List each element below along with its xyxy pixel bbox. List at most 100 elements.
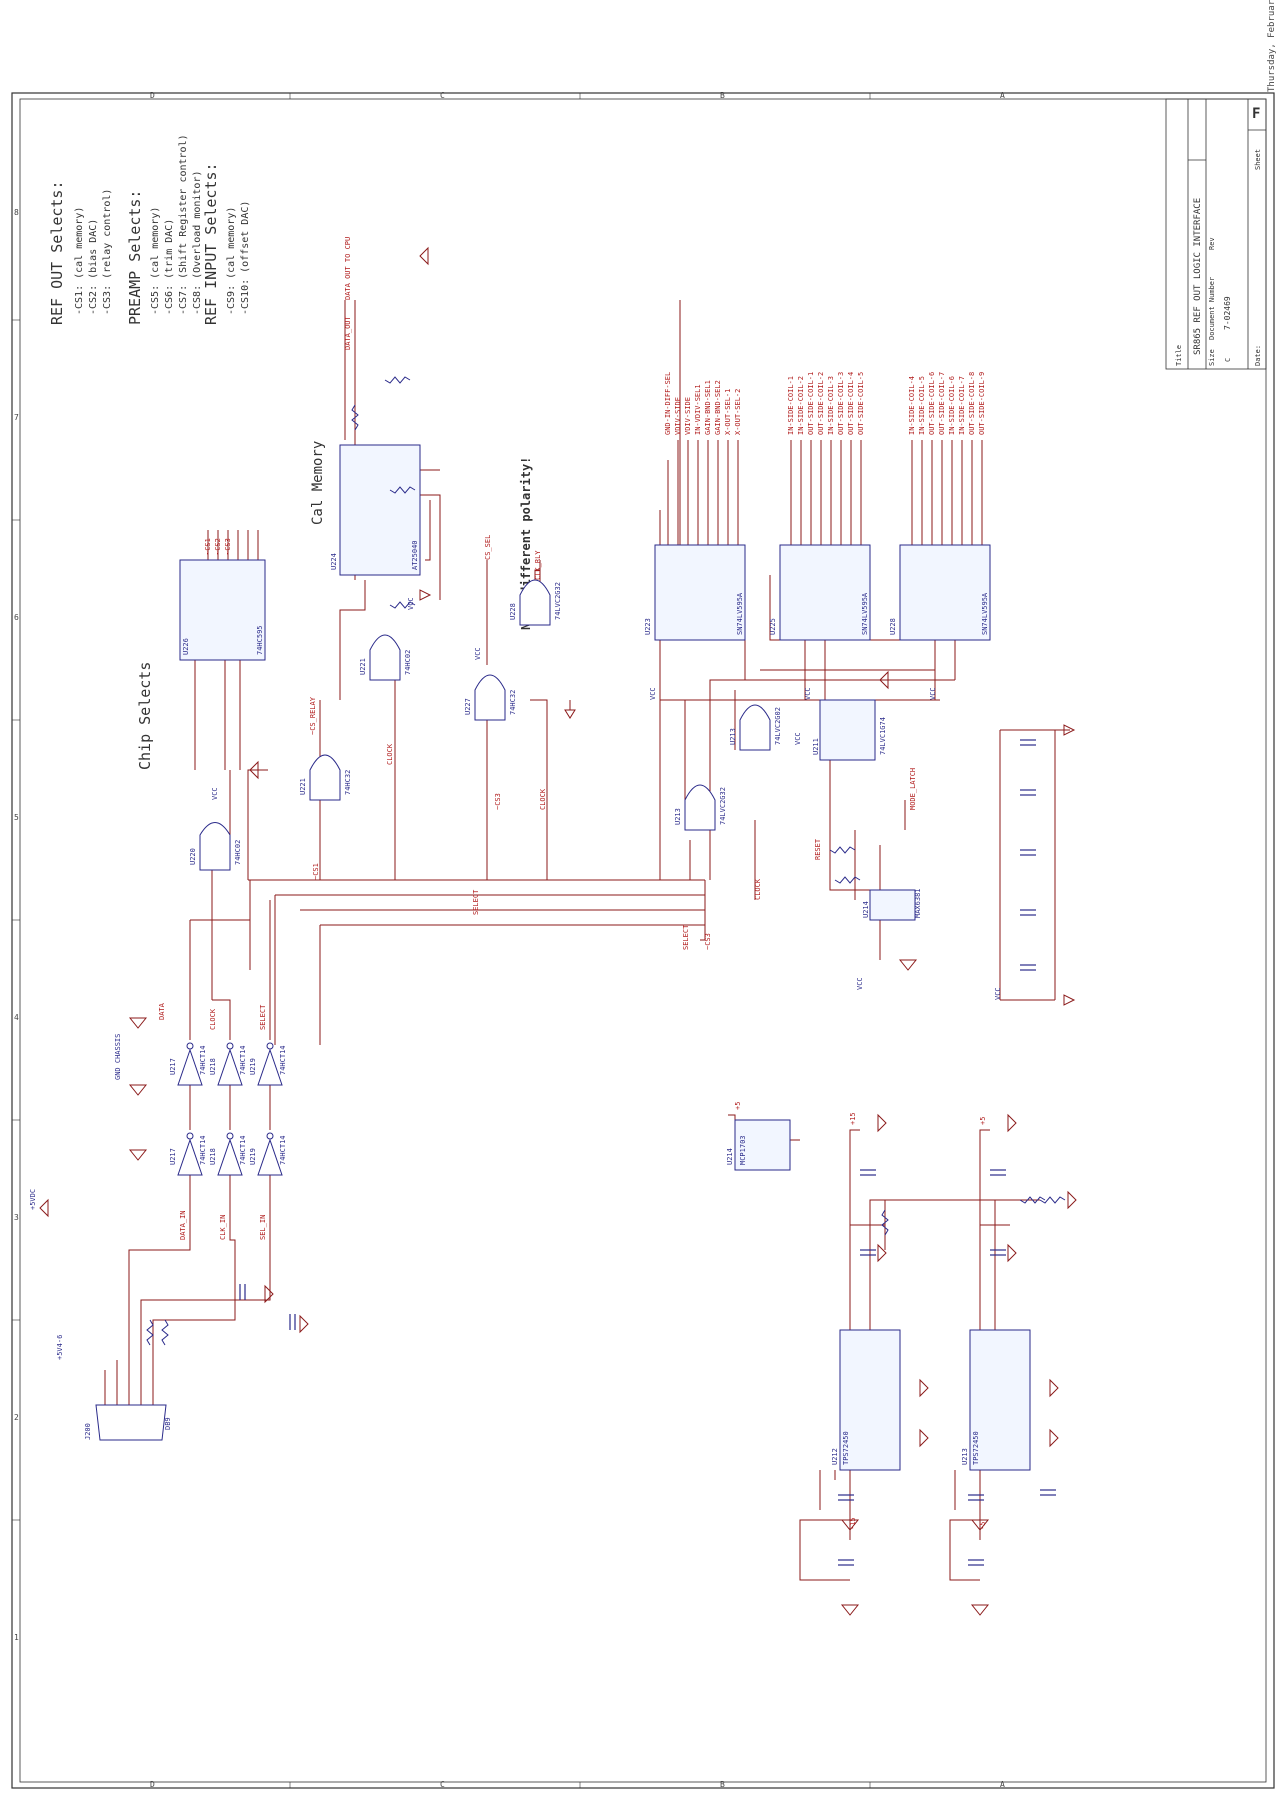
svg-text:CLOCK: CLOCK — [539, 788, 547, 810]
svg-text:74HCT14: 74HCT14 — [239, 1045, 247, 1075]
svg-text:VCC: VCC — [804, 687, 812, 700]
svg-text:SN74LV595A: SN74LV595A — [736, 592, 744, 635]
svg-text:U225: U225 — [769, 618, 777, 635]
svg-text:VCC: VCC — [649, 687, 657, 700]
svg-text:VCC: VCC — [994, 987, 1002, 1000]
svg-text:VCC: VCC — [856, 977, 864, 990]
ground-symbols — [39, 246, 1077, 1616]
svg-text:X-OUT-SEL-2: X-OUT-SEL-2 — [734, 389, 742, 435]
title-block — [1165, 98, 1267, 370]
svg-text:SEL_IN: SEL_IN — [259, 1215, 267, 1240]
components — [95, 444, 1031, 1471]
svg-text:D: D — [150, 1780, 155, 1789]
cal-memory-label: Cal Memory — [310, 441, 326, 525]
svg-text:A: A — [1000, 91, 1005, 100]
notes: REF OUT Selects: -CS1: (cal memory) -CS2… — [48, 134, 533, 770]
ref-out-cs1: -CS1: (cal memory) — [74, 207, 85, 315]
svg-text:GND-IN-DIFF-SEL: GND-IN-DIFF-SEL — [664, 372, 672, 435]
svg-text:U211: U211 — [812, 738, 820, 755]
svg-text:U218: U218 — [209, 1148, 217, 1165]
svg-text:DATA: DATA — [158, 1002, 166, 1020]
svg-text:AT25040: AT25040 — [411, 540, 419, 570]
svg-text:MCP1703: MCP1703 — [739, 1135, 747, 1165]
svg-text:OUT-SIDE-COIL-6: OUT-SIDE-COIL-6 — [928, 372, 936, 435]
svg-text:74LVC1G74: 74LVC1G74 — [879, 717, 887, 755]
svg-text:~CS3: ~CS3 — [224, 538, 232, 555]
svg-text:CLOCK: CLOCK — [209, 1008, 217, 1030]
svg-text:CLK_IN: CLK_IN — [219, 1215, 227, 1240]
svg-text:74LVC2G32: 74LVC2G32 — [554, 582, 562, 620]
svg-text:A: A — [1000, 1780, 1005, 1789]
ref-in-cs10: -CS10: (offset DAC) — [240, 201, 251, 315]
svg-text:IN-VDIV-SEL1: IN-VDIV-SEL1 — [694, 384, 702, 435]
svg-text:U221: U221 — [299, 778, 307, 795]
svg-text:OUT-SIDE-COIL-7: OUT-SIDE-COIL-7 — [938, 372, 946, 435]
ref-in-title: REF INPUT Selects: — [202, 162, 220, 325]
svg-text:OUT-SIDE-COIL-8: OUT-SIDE-COIL-8 — [968, 372, 976, 435]
svg-text:X-OUT-SEL-1: X-OUT-SEL-1 — [724, 389, 732, 435]
svg-text:74HCT14: 74HCT14 — [279, 1135, 287, 1165]
svg-text:74HCT14: 74HCT14 — [199, 1045, 207, 1075]
svg-text:B: B — [720, 91, 725, 100]
rev-value: F — [1252, 106, 1260, 122]
svg-text:74LVC2G32: 74LVC2G32 — [719, 787, 727, 825]
svg-text:VCC: VCC — [794, 732, 802, 745]
svg-text:U218: U218 — [209, 1058, 217, 1075]
svg-text:SN74LV595A: SN74LV595A — [861, 592, 869, 635]
svg-text:5: 5 — [14, 813, 19, 822]
ref-out-title: REF OUT Selects: — [48, 181, 66, 326]
svg-text:DATA_IN: DATA_IN — [179, 1210, 187, 1240]
preamp-cs5: -CS5: (cal memory) — [150, 207, 161, 315]
svg-text:-5: -5 — [979, 1522, 987, 1530]
svg-text:+5: +5 — [979, 1117, 987, 1125]
svg-text:VCC: VCC — [474, 647, 482, 660]
svg-text:74HCT14: 74HCT14 — [199, 1135, 207, 1165]
svg-text:U213: U213 — [674, 808, 682, 825]
svg-text:74HC595: 74HC595 — [256, 625, 264, 655]
svg-text:+5V4-6: +5V4-6 — [56, 1335, 64, 1360]
size-label: Size — [1208, 349, 1216, 366]
relay-labels-c: IN-SIDE-COIL-4 IN-SIDE-COIL-5 OUT-SIDE-C… — [908, 372, 986, 435]
sheet-border — [11, 92, 1275, 1789]
svg-text:OUT-SIDE-COIL-3: OUT-SIDE-COIL-3 — [837, 372, 845, 435]
relay-labels-b: IN-SIDE-COIL-1 IN-SIDE-COIL-2 OUT-SIDE-C… — [787, 372, 865, 435]
svg-text:J200: J200 — [84, 1423, 92, 1440]
svg-text:U214: U214 — [726, 1148, 734, 1165]
resistors — [146, 376, 1066, 1346]
svg-text:SELECT: SELECT — [472, 889, 480, 915]
svg-text:U217: U217 — [169, 1148, 177, 1165]
preamp-cs6: -CS6: (trim DAC) — [164, 219, 175, 315]
svg-text:1: 1 — [14, 1633, 19, 1642]
svg-text:TPS72450: TPS72450 — [842, 1431, 850, 1465]
svg-text:74HCT14: 74HCT14 — [239, 1135, 247, 1165]
svg-text:TPS72450: TPS72450 — [972, 1431, 980, 1465]
net-labels: DATA_IN CLK_IN SEL_IN DATA CLOCK SELECT … — [158, 237, 987, 1530]
svg-text:MAX6381: MAX6381 — [914, 888, 922, 918]
svg-text:~CS3: ~CS3 — [494, 793, 502, 810]
svg-text:SELECT: SELECT — [259, 1004, 267, 1030]
title-text: SR865 REF OUT LOGIC INTERFACE — [1193, 198, 1203, 355]
svg-text:~CS1: ~CS1 — [204, 538, 212, 555]
svg-text:U219: U219 — [249, 1058, 257, 1075]
svg-text:U214: U214 — [862, 901, 870, 918]
svg-text:+5VDC: +5VDC — [29, 1189, 37, 1210]
svg-text:U224: U224 — [330, 553, 338, 570]
svg-text:2: 2 — [14, 1413, 19, 1422]
svg-text:IN-SIDE-COIL-7: IN-SIDE-COIL-7 — [958, 376, 966, 435]
svg-text:U223: U223 — [644, 618, 652, 635]
svg-text:IN-SIDE-COIL-5: IN-SIDE-COIL-5 — [918, 376, 926, 435]
svg-text:B: B — [720, 1780, 725, 1789]
title-label: Title — [1175, 345, 1183, 366]
svg-text:U228: U228 — [889, 618, 897, 635]
svg-text:U226: U226 — [182, 638, 190, 655]
svg-text:VDIV-SIDE: VDIV-SIDE — [684, 397, 692, 435]
svg-text:74HC32: 74HC32 — [344, 770, 352, 795]
svg-text:6: 6 — [14, 613, 19, 622]
sheet-label: Sheet — [1254, 149, 1262, 170]
svg-text:74LVC2G02: 74LVC2G02 — [774, 707, 782, 745]
svg-text:CS_SEL: CS_SEL — [484, 535, 492, 560]
chip-selects-label: Chip Selects — [136, 662, 154, 770]
svg-text:MODE_LATCH: MODE_LATCH — [909, 768, 917, 810]
